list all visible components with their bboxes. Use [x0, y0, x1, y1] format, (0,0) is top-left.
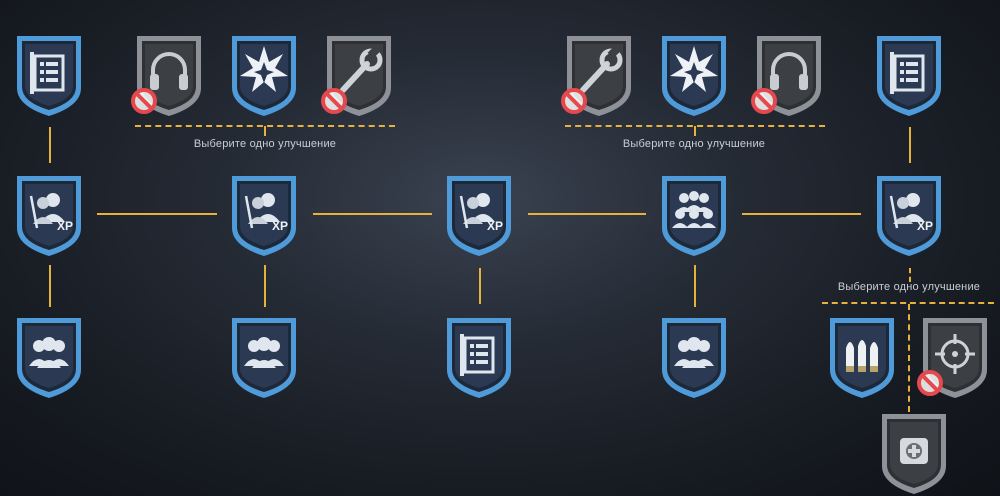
ban-icon [319, 86, 349, 116]
skill-badge-r3c2[interactable] [228, 314, 300, 400]
connector [264, 265, 266, 307]
skill-badge-r3c6[interactable] [917, 314, 991, 400]
choice-bracket [822, 302, 994, 304]
skill-badge-r2c4[interactable] [658, 172, 730, 258]
connector [742, 213, 861, 215]
skill-badge-r2c1[interactable]: XP [13, 172, 85, 258]
skill-badge-r1c4[interactable] [321, 32, 395, 118]
choice-label: Выберите одно улучшение [193, 138, 337, 150]
skill-badge-r1c5[interactable] [561, 32, 635, 118]
svg-text:XP: XP [57, 219, 73, 233]
ban-icon [559, 86, 589, 116]
connector [694, 265, 696, 307]
skill-badge-r3c3[interactable] [443, 314, 515, 400]
connector [528, 213, 646, 215]
svg-text:XP: XP [917, 219, 933, 233]
skill-badge-r1c6[interactable] [658, 32, 730, 118]
skill-badge-r3c4[interactable] [658, 314, 730, 400]
connector [313, 213, 432, 215]
skill-badge-r3c1[interactable] [13, 314, 85, 400]
ban-icon [915, 368, 945, 398]
skill-badge-r1c7[interactable] [751, 32, 825, 118]
choice-bracket [908, 304, 910, 412]
choice-label: Выберите одно улучшение [622, 138, 766, 150]
choice-bracket [264, 126, 266, 136]
skill-badge-r2c5[interactable]: XP [873, 172, 945, 258]
skill-badge-r1c8[interactable] [873, 32, 945, 118]
choice-bracket [694, 126, 696, 136]
skill-badge-r1c1[interactable] [13, 32, 85, 118]
ban-icon [129, 86, 159, 116]
connector [49, 127, 51, 163]
skill-badge-r4c1[interactable] [878, 410, 950, 496]
choice-bracket [909, 268, 911, 282]
skill-badge-r1c2[interactable] [131, 32, 205, 118]
svg-text:XP: XP [272, 219, 288, 233]
connector [909, 127, 911, 163]
skill-badge-r3c5[interactable] [826, 314, 898, 400]
ban-icon [749, 86, 779, 116]
skill-badge-r1c3[interactable] [228, 32, 300, 118]
svg-text:XP: XP [487, 219, 503, 233]
connector [479, 268, 481, 304]
skill-badge-r2c3[interactable]: XP [443, 172, 515, 258]
connector [97, 213, 217, 215]
skill-badge-r2c2[interactable]: XP [228, 172, 300, 258]
choice-label: Выберите одно улучшение [837, 281, 981, 293]
connector [49, 265, 51, 307]
